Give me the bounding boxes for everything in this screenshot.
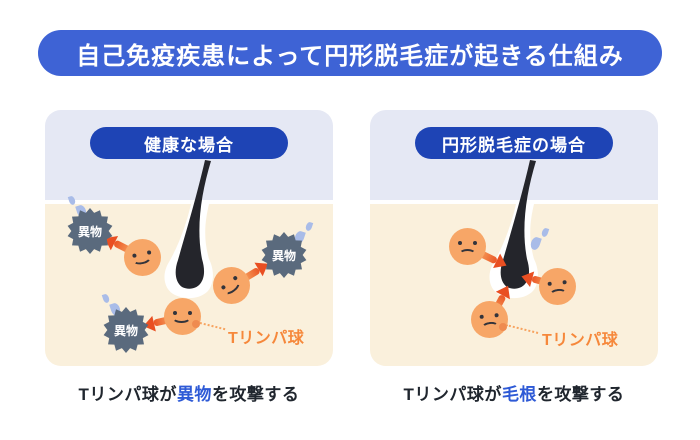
t-cell	[449, 228, 486, 265]
caption-healthy: Tリンパ球が異物を攻撃する	[45, 380, 333, 405]
panel-header-healthy: 健康な場合	[90, 127, 288, 159]
sad-face-icon	[469, 299, 510, 340]
page-title: 自己免疫疾患によって円形脱毛症が起きる仕組み	[76, 42, 624, 70]
happy-face-icon	[164, 298, 201, 335]
caption-suffix: を攻撃する	[211, 385, 300, 404]
foreign-body-label: 異物	[113, 323, 138, 338]
t-cell-label: Tリンパ球	[228, 330, 305, 347]
caption-prefix: Tリンパ球が	[78, 385, 177, 404]
t-cell	[164, 298, 201, 335]
panel-header-alopecia: 円形脱毛症の場合	[415, 127, 613, 159]
blush-dot	[192, 320, 200, 328]
caption-alopecia: Tリンパ球が毛根を攻撃する	[370, 380, 658, 405]
title-banner: 自己免疫疾患によって円形脱毛症が起きる仕組み	[38, 30, 662, 76]
t-cell	[471, 301, 508, 338]
panel-header-label: 円形脱毛症の場合	[442, 135, 586, 155]
foreign-body-label: 異物	[271, 248, 296, 263]
caption-suffix: を攻撃する	[536, 385, 625, 404]
caption-prefix: Tリンパ球が	[403, 385, 502, 404]
happy-face-icon	[121, 236, 165, 280]
sweat-drops-icon	[529, 227, 550, 252]
panel-header-label: 健康な場合	[144, 135, 234, 155]
sad-face-icon	[537, 266, 578, 307]
foreign-body-label: 異物	[77, 224, 102, 239]
t-cell	[539, 268, 576, 305]
caption-keyword: 異物	[176, 385, 212, 404]
t-cell	[124, 239, 161, 276]
t-cell	[213, 267, 250, 304]
blush-dot	[499, 323, 507, 331]
sad-face-icon	[449, 228, 486, 265]
t-cell-label: Tリンパ球	[542, 332, 619, 349]
panel-healthy: 健康な場合 異物 異物 異物	[45, 110, 333, 366]
panel-alopecia: 円形脱毛症の場合 Tリンパ球	[370, 110, 658, 366]
caption-keyword: 毛根	[501, 385, 537, 404]
